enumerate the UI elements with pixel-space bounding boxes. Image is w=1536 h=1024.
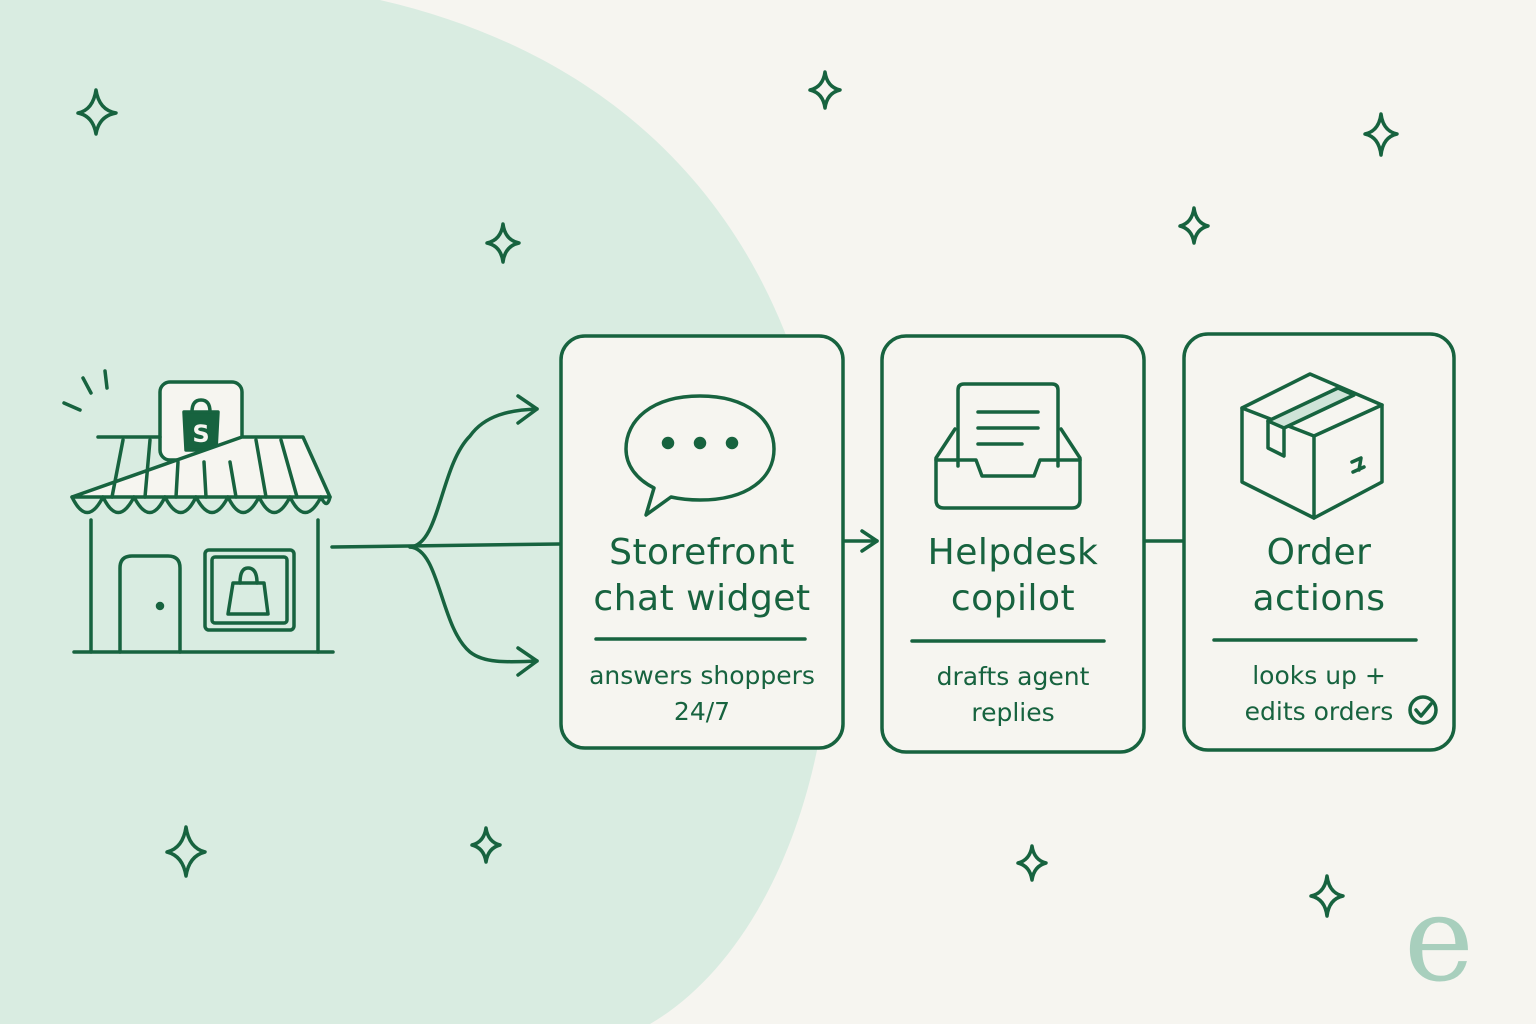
sparkle-icon [808, 70, 842, 110]
watermark-logo: e [1404, 870, 1474, 1008]
sparkle-icon [485, 222, 521, 264]
sparkle-icon [165, 825, 207, 878]
card-description-order-actions: looks up + edits orders [1244, 661, 1394, 726]
flow-card-helpdesk-copilot [880, 334, 1146, 754]
card-description-helpdesk-copilot: drafts agent replies [936, 662, 1090, 727]
connector-arrow-lower [408, 545, 539, 664]
connector-arrow-upper [408, 407, 539, 549]
flow-card-order-actions [1182, 332, 1456, 752]
storefront-sign-letter: S [192, 420, 209, 448]
card-description-storefront-chat: answers shoppers 24/7 [589, 661, 815, 726]
chat-bubble-icon [624, 394, 776, 517]
card-title-storefront-chat: Storefront chat widget [593, 532, 811, 619]
sparkles [76, 70, 1399, 918]
checkmark-circle-icon [1408, 695, 1438, 725]
sparkle-icon [470, 826, 502, 864]
sparkle-icon [1016, 844, 1048, 882]
connector-line-main [330, 542, 562, 549]
connector-arrows [330, 394, 1186, 677]
package-box-icon [1240, 372, 1384, 520]
sparkle-icon [1178, 206, 1210, 245]
inbox-tray-icon [934, 382, 1082, 510]
sparkle-icon [1363, 112, 1399, 157]
sparkle-icon [76, 88, 118, 136]
card-title-order-actions: Order actions [1252, 532, 1386, 619]
storefront-icon [62, 369, 335, 654]
sparkle-icon [1309, 874, 1345, 918]
flow-card-storefront-chat [559, 334, 845, 750]
card-title-helpdesk-copilot: Helpdesk copilot [927, 532, 1099, 619]
background-blob [0, 0, 833, 1024]
